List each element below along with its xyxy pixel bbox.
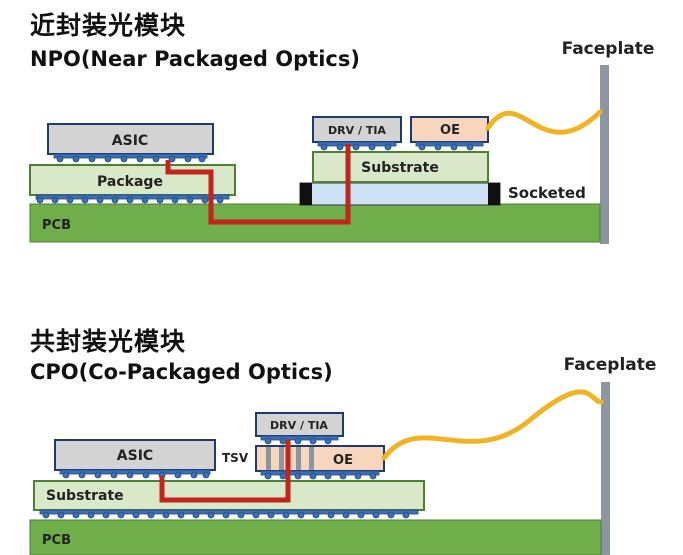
- npo-socketed-label: Socketed: [508, 184, 586, 202]
- cpo-title-en: CPO(Co-Packaged Optics): [30, 360, 333, 384]
- npo-socket-right-clip: [488, 183, 500, 205]
- cpo-oe: [255, 445, 385, 472]
- cpo-diagram: Faceplate PCB Substrate ASIC TSV: [29, 355, 657, 555]
- npo-asic-label: ASIC: [112, 133, 148, 149]
- cpo-asic-label: ASIC: [117, 448, 153, 464]
- npo-asic: [47, 123, 214, 155]
- cpo-tsv-vias: [266, 447, 314, 470]
- npo-title-cn: 近封装光模块: [30, 11, 187, 40]
- cpo-tsv-label: TSV: [222, 451, 249, 465]
- cpo-oe-label: OE: [333, 453, 353, 468]
- npo-substrate-label: Substrate: [361, 160, 439, 176]
- npo-pcb-label: PCB: [42, 218, 71, 233]
- npo-package-bumps: [35, 194, 230, 204]
- npo-faceplate-label: Faceplate: [562, 39, 655, 59]
- npo-package-label: Package: [97, 174, 163, 190]
- cpo-fiber: [381, 389, 604, 461]
- cpo-oe-bumps: [260, 470, 380, 480]
- cpo-asic: [54, 439, 216, 471]
- cpo-drv-tia-label: DRV / TIA: [270, 419, 328, 432]
- npo-oe-label: OE: [440, 123, 460, 138]
- npo-socket-left-clip: [300, 183, 312, 205]
- cpo-drv-bumps: [260, 435, 339, 445]
- npo-drv-tia: [312, 116, 402, 143]
- npo-oe-bumps: [415, 141, 484, 151]
- cpo-title-cn: 共封装光模块: [30, 327, 187, 356]
- npo-substrate: [312, 151, 489, 183]
- npo-diagram: Faceplate PCB Package ASIC Socketed: [29, 39, 655, 244]
- cpo-substrate-bumps: [39, 509, 419, 519]
- npo-socket: [299, 182, 501, 206]
- npo-drv-tia-label: DRV / TIA: [328, 124, 386, 137]
- npo-fiber: [485, 109, 603, 135]
- cpo-faceplate: [601, 382, 610, 555]
- npo-title-en: NPO(Near Packaged Optics): [30, 47, 360, 71]
- cpo-pcb-label: PCB: [42, 533, 71, 548]
- cpo-asic-bumps: [59, 469, 211, 479]
- cpo-substrate-label: Substrate: [46, 488, 124, 504]
- cpo-faceplate-label: Faceplate: [564, 355, 657, 375]
- cpo-pcb: [29, 519, 602, 555]
- npo-faceplate: [600, 65, 609, 244]
- npo-asic-bumps: [53, 153, 208, 163]
- npo-drv-bumps: [317, 141, 397, 151]
- cpo-trace: [159, 440, 291, 503]
- npo-trace: [165, 144, 351, 225]
- cpo-substrate: [33, 480, 425, 511]
